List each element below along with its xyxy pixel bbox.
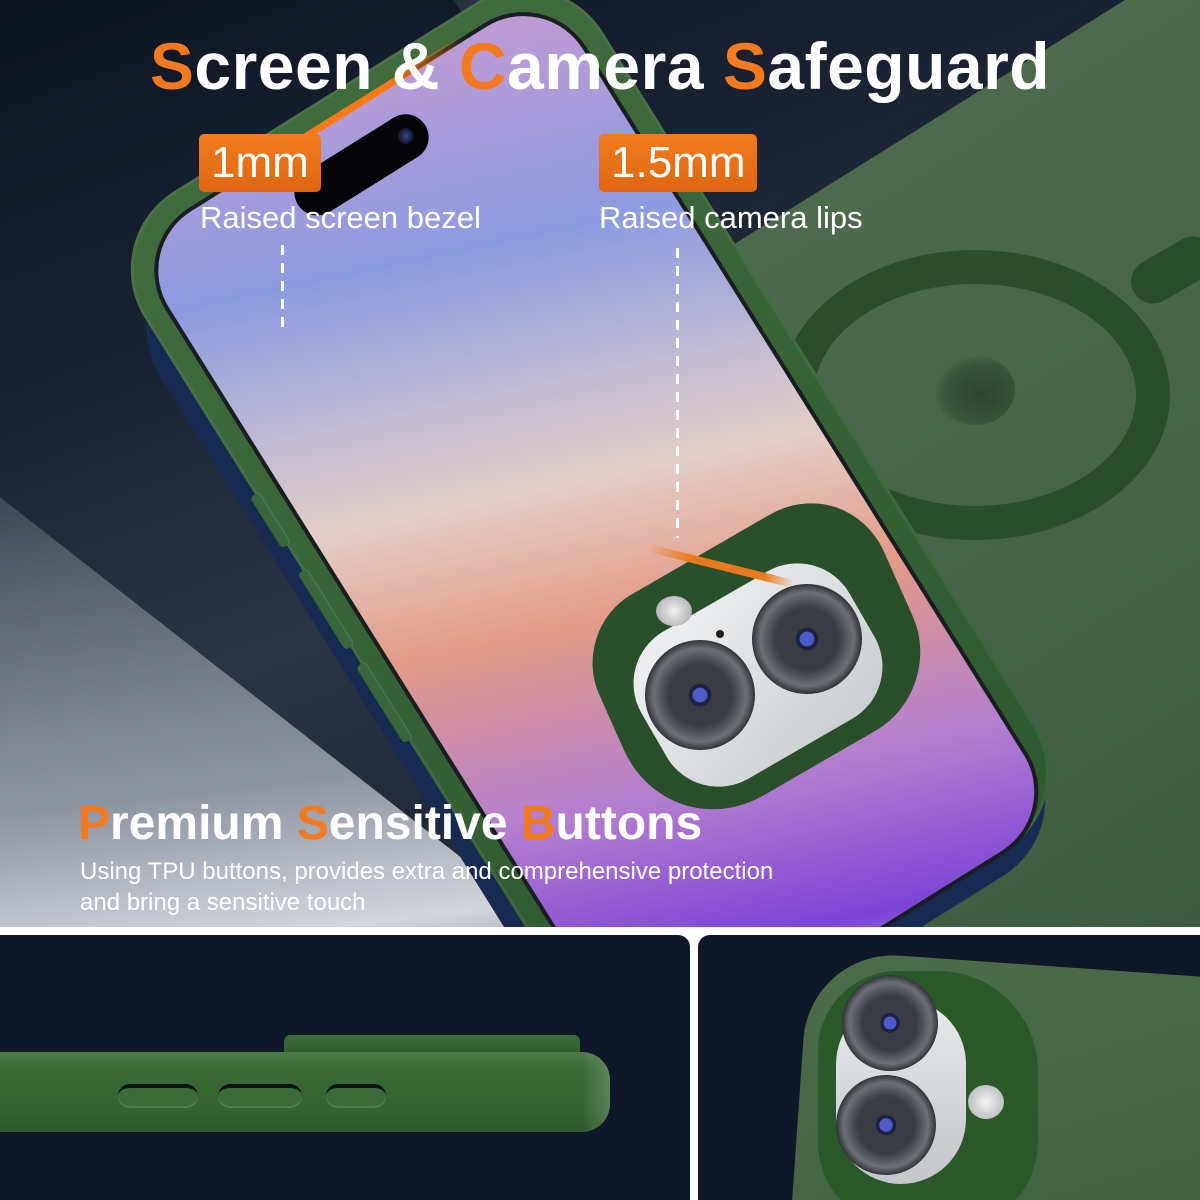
- feature-description-line: and bring a sensitive touch: [80, 889, 366, 916]
- camera-bump-edge: [284, 1035, 580, 1057]
- apple-logo-icon: [935, 355, 1015, 425]
- lip-leader-line: [676, 248, 679, 538]
- title-part: afeguard: [767, 29, 1051, 103]
- side-buttons-closeup-panel: [0, 935, 690, 1200]
- camera-module: [570, 469, 946, 851]
- flash-icon: [656, 596, 692, 626]
- page-title: Screen & Camera Safeguard: [0, 28, 1200, 104]
- feature-title-part: B: [520, 797, 556, 850]
- front-camera-icon: [394, 124, 417, 147]
- lip-thickness-badge: 1.5mm: [599, 134, 758, 192]
- feature-title: Premium Sensitive Buttons: [78, 796, 702, 851]
- camera-lip-closeup-panel: [698, 935, 1200, 1200]
- title-part: amera: [507, 29, 723, 103]
- title-part: S: [149, 29, 195, 103]
- feature-title-part: uttons: [555, 797, 703, 850]
- title-part: creen &: [194, 29, 459, 103]
- feature-description-line: Using TPU buttons, provides extra and co…: [80, 858, 774, 885]
- lip-label: Raised camera lips: [599, 200, 863, 235]
- tpu-button-volume-up: [218, 1084, 302, 1108]
- title-part: S: [722, 29, 768, 103]
- camera-lens-icon: [842, 975, 938, 1071]
- feature-title-part: remium: [110, 797, 297, 850]
- bezel-thickness-badge: 1mm: [199, 134, 321, 192]
- bezel-leader-line: [281, 245, 284, 335]
- feature-title-part: P: [78, 797, 111, 850]
- case-side-edge: [0, 1052, 610, 1132]
- tpu-button-volume-down: [326, 1084, 386, 1108]
- feature-description: Using TPU buttons, provides extra and co…: [80, 856, 880, 918]
- camera-lens-icon: [836, 1075, 936, 1175]
- camera-lens-icon: [752, 584, 862, 694]
- feature-title-part: ensitive: [328, 797, 521, 850]
- feature-title-part: S: [296, 797, 329, 850]
- hero-panel: Screen & Camera Safeguard 1mm Raised scr…: [0, 0, 1200, 927]
- microphone-dot: [716, 630, 724, 638]
- title-part: C: [458, 29, 508, 103]
- bezel-label: Raised screen bezel: [200, 200, 481, 235]
- tpu-button-action: [118, 1084, 198, 1108]
- camera-lens-icon: [645, 640, 755, 750]
- flash-icon: [968, 1085, 1004, 1119]
